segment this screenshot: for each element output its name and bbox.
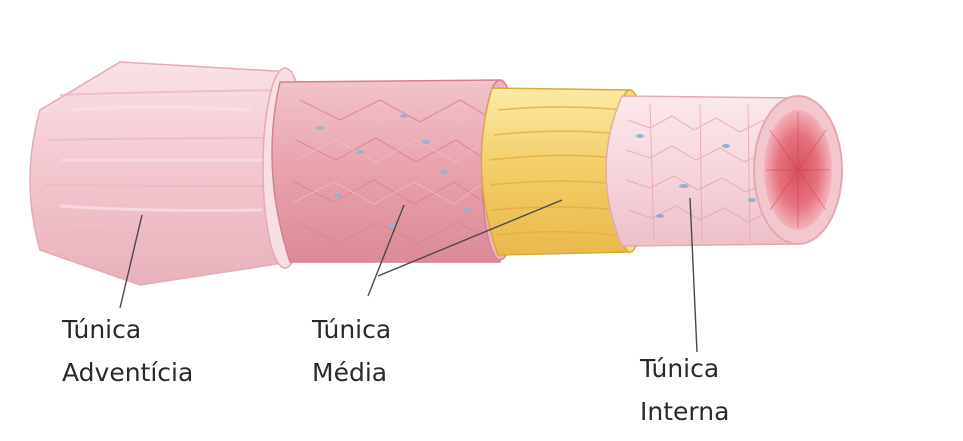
label-adventicia-line2: Adventícia xyxy=(62,351,193,394)
label-media-line2: Média xyxy=(312,351,391,394)
tunica-adventicia-layer xyxy=(30,62,307,285)
label-interna-line2: Interna xyxy=(640,390,729,433)
label-media-line1: Túnica xyxy=(312,308,391,351)
label-tunica-adventicia: Túnica Adventícia xyxy=(62,308,193,394)
label-tunica-media: Túnica Média xyxy=(312,308,391,394)
label-interna-line1: Túnica xyxy=(640,347,729,390)
tunica-interna-layer xyxy=(606,96,842,246)
label-adventicia-line1: Túnica xyxy=(62,308,193,351)
label-tunica-interna: Túnica Interna xyxy=(640,347,729,433)
